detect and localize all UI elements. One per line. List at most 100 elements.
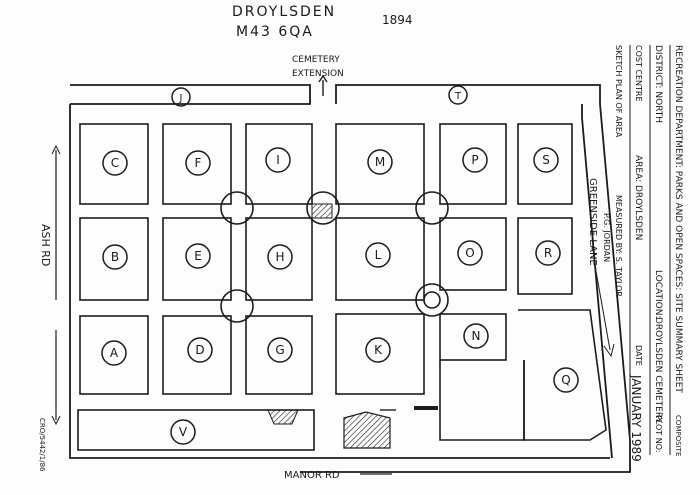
sketch-heading: SKETCH PLAN OF AREA [614, 45, 623, 138]
plot-F-label: F [195, 156, 202, 170]
plot-I-boundary [245, 123, 313, 205]
plot-H-boundary [245, 217, 313, 301]
plot-V-label: V [179, 425, 188, 439]
summary-sheet-column: RECREATION DEPARTMENT: PARKS AND OPEN SP… [602, 45, 683, 462]
plot-M-boundary [335, 123, 425, 205]
boundary-mark [414, 406, 438, 410]
plot-O-circle [457, 240, 483, 266]
plot-C-label: C [111, 156, 119, 170]
composite-label: COMPOSITE [674, 415, 682, 456]
plot-C-boundary [79, 123, 149, 205]
plot-K-label: K [374, 343, 383, 357]
ash-rd-label: ASH RD [39, 224, 52, 266]
site-boundary-west-south [69, 104, 610, 459]
plot-K-boundary [335, 313, 425, 395]
district: DISTRICT: NORTH [653, 45, 663, 123]
date-label: DATE [634, 345, 643, 366]
north-strip-east [335, 84, 601, 104]
gate-lodge [267, 409, 299, 425]
plot-no: PLOT NO: [654, 415, 663, 453]
north-label: CEMETERY [292, 55, 340, 65]
plot-F-boundary [162, 123, 232, 205]
plot-G-circle [267, 337, 293, 363]
arrow-head [51, 144, 61, 155]
plot-D-circle [187, 337, 213, 363]
area: AREA: DROYLSDEN [633, 155, 643, 240]
plot-D-boundary [162, 315, 232, 395]
plot-J-label: J [179, 93, 183, 104]
plot-P-circle [462, 147, 488, 173]
postcode-line1: DROYLSDEN [232, 4, 336, 20]
plot-M-circle [367, 149, 393, 175]
plot-E-circle [185, 243, 211, 269]
plot-L-circle [365, 242, 391, 268]
plot-D-label: D [195, 343, 204, 357]
plot-P-label: P [471, 153, 478, 167]
margin-ref: CRO/5442/1/86 [38, 418, 46, 472]
manor-rd-label: MANOR RD [284, 470, 340, 481]
date-value: JANUARY 1989 [629, 374, 643, 462]
greenside-lane-label: GREENSIDE LANE [587, 178, 598, 266]
lodge-building [343, 411, 391, 449]
plot-Q-boundary [518, 309, 607, 441]
path-roundel [220, 289, 254, 323]
arrow-head [603, 343, 615, 358]
plot-I-label: I [276, 153, 280, 167]
plot-V-circle [170, 419, 196, 445]
measured-by: MEASURED BY: S. TAYLOR [614, 195, 623, 297]
plot-A-circle [101, 340, 127, 366]
path-roundel [415, 191, 449, 225]
plot-P-boundary [439, 123, 507, 205]
drawn-by: P.G. JORDAN [602, 213, 611, 262]
plot-I-circle [265, 147, 291, 173]
plot-E-label: E [194, 249, 202, 263]
arrow-head [51, 415, 61, 426]
plot-J-circle [171, 87, 191, 107]
north-arrow-head [318, 74, 328, 83]
plot-T-circle [448, 85, 468, 105]
plot-A-boundary [79, 315, 149, 395]
plot-G-label: G [275, 343, 284, 357]
plot-B-circle [102, 244, 128, 270]
plot-S-boundary [517, 123, 573, 205]
central-roundel-inner [423, 291, 441, 309]
dept-heading: RECREATION DEPARTMENT: PARKS AND OPEN SP… [673, 45, 683, 393]
path-roundel [306, 191, 340, 225]
plot-S-label: S [542, 153, 550, 167]
plot-N-lower [439, 360, 525, 441]
plot-L-boundary [335, 217, 425, 301]
greenside-lane [300, 103, 631, 473]
plot-S-circle [533, 147, 559, 173]
plot-H-circle [267, 244, 293, 270]
year-note: 1894 [382, 13, 413, 27]
north-strip-west [70, 84, 311, 105]
plot-O-boundary [439, 217, 507, 291]
plot-R-label: R [544, 246, 552, 260]
cost-centre: COST CENTRE [634, 45, 643, 102]
plot-R-circle [535, 240, 561, 266]
plot-L-label: L [375, 248, 382, 262]
plot-G-boundary [245, 315, 313, 395]
site-boundary-east [581, 104, 613, 459]
plot-Q-label: Q [561, 373, 570, 387]
plot-M-label: M [375, 155, 385, 169]
location-label: LOCATION: [653, 270, 663, 319]
plot-N-circle [463, 323, 489, 349]
plot-A-label: A [110, 346, 119, 360]
plot-F-circle [185, 150, 211, 176]
plot-H-label: H [275, 250, 284, 264]
plot-V-boundary [77, 409, 315, 451]
postcode-line2: M43 6QA [236, 24, 314, 40]
plot-E-boundary [162, 217, 232, 301]
plot-N-label: N [472, 329, 481, 343]
plot-C-circle [102, 150, 128, 176]
chapel-marker [311, 203, 333, 219]
path-roundel [220, 191, 254, 225]
north-label-2: EXTENSION [292, 69, 344, 79]
plot-O-label: O [465, 246, 474, 260]
plot-B-boundary [79, 217, 149, 301]
location-value: DROYLSDEN CEMETERY [653, 317, 663, 423]
plot-K-circle [365, 337, 391, 363]
